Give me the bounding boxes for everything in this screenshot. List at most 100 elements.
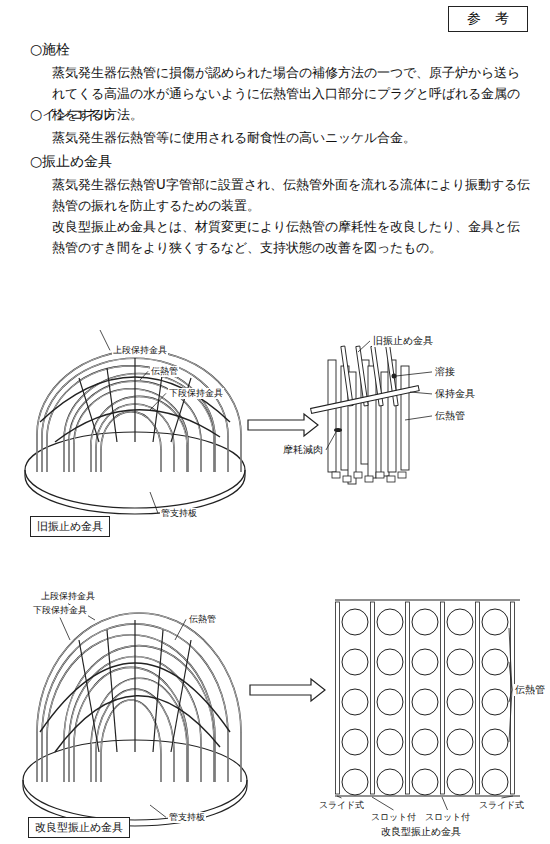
- leader-line: [372, 797, 394, 810]
- tube-section: [447, 649, 473, 675]
- u-tube-core: [42, 358, 228, 472]
- tube-section: [482, 649, 508, 675]
- u-tube: [74, 667, 188, 782]
- tube-section: [377, 609, 403, 635]
- tube-section: [342, 609, 368, 635]
- part-label: 上段保持金具: [40, 591, 96, 602]
- old-bar-detail: [311, 346, 420, 484]
- caption-box: 改良型振止め金具: [28, 817, 130, 838]
- plate-edge: [25, 470, 245, 514]
- leader-line: [150, 393, 166, 410]
- improved-anti-vibration-bar: [441, 602, 445, 794]
- term-heading: ○振止め金具: [30, 153, 112, 171]
- u-tube-core: [101, 700, 161, 782]
- definition-text: 蒸気発生器伝熱管に損傷が認められた場合の補修方法の一つで、原子炉から送られてくる…: [52, 62, 532, 125]
- improved-bar-detail: [335, 600, 520, 796]
- leader-line: [150, 805, 166, 817]
- tube-section: [447, 729, 473, 755]
- tube-section: [482, 729, 508, 755]
- retaining-bar: [335, 796, 520, 797]
- leader-line: [405, 416, 432, 420]
- figure-caption: 改良型振止め金具: [380, 826, 462, 839]
- old-anti-vibration-bar: [341, 346, 353, 406]
- tube-end: [365, 476, 373, 482]
- definition-text: 改良型振止め金具とは、材質変更により伝熱管の摩耗性を改良したり、金具と伝熱管のす…: [52, 216, 532, 258]
- u-tube: [74, 389, 188, 472]
- box-text: 参 考: [467, 10, 509, 28]
- improved-anti-vibration-bar: [476, 602, 480, 794]
- part-label: 伝熱管: [434, 410, 466, 422]
- tube-end: [387, 476, 395, 482]
- leader-line: [60, 618, 70, 640]
- lower-retaining-bar: [55, 696, 220, 752]
- definition-text: 蒸気発生器伝熱管等に使用される耐食性の高いニッケル合金。: [52, 127, 532, 148]
- weld-mark: [392, 374, 397, 379]
- tube-section: [447, 769, 473, 795]
- heat-transfer-tube: [401, 366, 409, 470]
- tube-section: [342, 769, 368, 795]
- tube-end: [332, 472, 340, 478]
- leader-line: [410, 392, 432, 394]
- bar-type-label: スライド式: [478, 800, 525, 811]
- leader-line: [509, 690, 512, 742]
- anti-vibration-bar: [153, 630, 163, 752]
- tube-section: [377, 729, 403, 755]
- u-tube-core: [101, 412, 161, 472]
- heat-transfer-tube: [388, 360, 396, 472]
- u-tube-core: [91, 396, 187, 472]
- u-tube: [101, 700, 161, 782]
- term-heading: ○施栓: [30, 41, 70, 59]
- wear-mark: [334, 428, 342, 432]
- tube-section: [447, 609, 473, 635]
- tube-section: [482, 689, 508, 715]
- improved-anti-vibration-bar: [406, 602, 410, 794]
- leader-line: [509, 662, 512, 690]
- tube-section: [377, 649, 403, 675]
- u-tube: [91, 396, 187, 472]
- part-label: 摩耗減肉: [282, 444, 324, 456]
- part-label: 管支持板: [168, 812, 206, 823]
- improved-anti-vibration-bar: [511, 602, 515, 794]
- tube-section: [447, 689, 473, 715]
- tube-section: [342, 689, 368, 715]
- tube-end: [398, 472, 406, 478]
- tube-section: [377, 769, 403, 795]
- anti-vibration-bar: [134, 620, 135, 752]
- box-text: 改良型振止め金具: [35, 820, 123, 835]
- caption-box: 旧振止め金具: [30, 516, 110, 537]
- u-tube-core: [74, 389, 188, 472]
- u-tube: [47, 366, 215, 472]
- tube-end: [376, 472, 384, 478]
- leader-line: [442, 797, 448, 810]
- leader-line: [150, 492, 158, 513]
- block-arrow: [250, 679, 325, 701]
- u-tube: [101, 412, 161, 472]
- tube-section: [412, 689, 438, 715]
- u-tube: [37, 613, 241, 782]
- improved-steam-generator-bundle: [23, 613, 247, 826]
- heat-transfer-tube: [328, 360, 336, 472]
- tube-section: [342, 649, 368, 675]
- tube-section: [342, 729, 368, 755]
- tube-section: [412, 609, 438, 635]
- part-label: 溶接: [434, 366, 456, 378]
- tube-section: [412, 729, 438, 755]
- old-steam-generator-bundle: [25, 351, 245, 514]
- retaining-bar: [311, 386, 420, 414]
- u-tube-core: [74, 667, 188, 782]
- u-tube: [91, 678, 187, 782]
- tube-section: [482, 609, 508, 635]
- u-tube: [37, 351, 241, 472]
- heat-transfer-tube: [368, 366, 376, 478]
- part-label: 伝熱管: [150, 366, 179, 377]
- bar-type-label: スロット付: [370, 812, 417, 823]
- definition-text: 蒸気発生器伝熱管U字管部に設置され、伝熱管外面を流れる流体により振動する伝熱管の…: [52, 174, 532, 216]
- part-label: 管支持板: [160, 508, 198, 519]
- part-label: 伝熱管: [514, 684, 546, 696]
- part-label: 保持金具: [434, 388, 476, 400]
- u-tube-core: [37, 613, 241, 782]
- bar-type-label: スライド式: [318, 800, 365, 811]
- leader-line: [175, 619, 186, 640]
- improved-anti-vibration-bar: [336, 602, 340, 794]
